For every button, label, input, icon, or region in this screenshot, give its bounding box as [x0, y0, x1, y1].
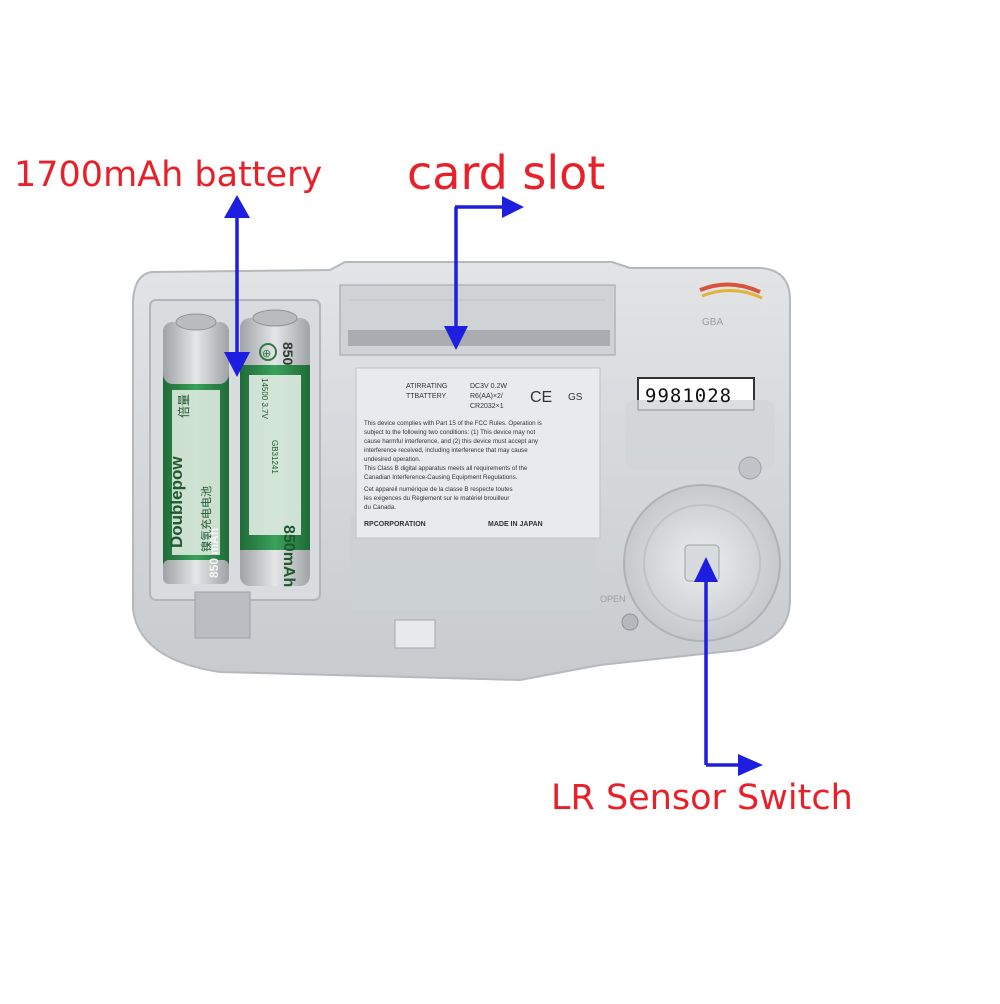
left-battery-brand-cn: 倍量 — [176, 394, 191, 418]
fr-line-2: les exigences du Règlement sur le matéri… — [364, 495, 509, 502]
right-battery-model: 14500 3.7V — [260, 378, 269, 420]
fr-line-3: du Canada. — [364, 504, 396, 511]
serial-number: 9981028 — [645, 385, 732, 407]
right-battery-standard: GB31241 — [270, 440, 279, 474]
card-slot-opening — [348, 330, 610, 346]
fcc-line-1: This device complies with Part 15 of the… — [364, 420, 542, 427]
corporation: RPCORPORATION — [364, 521, 426, 528]
classb-line-2: Canadian Interference-Causing Equipment … — [364, 474, 518, 481]
sticker-text: ATIRRATING DC3V 0.2W TTBATTERY R6(AA)×2/… — [364, 383, 583, 528]
fcc-line-3: cause harmful interference, and (2) this… — [364, 438, 539, 445]
gs-mark: GS — [568, 392, 583, 403]
card-slot-callout: card slot — [407, 146, 606, 200]
cable — [699, 282, 761, 294]
left-battery-subtitle-cn: 镍氢充电电池 — [199, 486, 213, 552]
fcc-line-5: undesired operation. — [364, 456, 421, 463]
fcc-line-4: interference received, including interfe… — [364, 447, 528, 454]
arrow-card-slot — [444, 196, 524, 350]
rating-left-1: ATIRRATING — [406, 383, 447, 390]
battery-callout: 1700mAh battery — [14, 155, 323, 195]
ce-mark: CE — [530, 389, 552, 406]
fcc-line-2: subject to the following two conditions:… — [364, 429, 535, 436]
right-battery-plus-mark: ⊕ — [262, 347, 271, 360]
battery-left — [163, 313, 229, 584]
battery-right — [240, 309, 310, 586]
arrow-lr-sensor — [694, 557, 763, 776]
left-battery-brand: Doublepow — [167, 456, 186, 548]
gba-mark: GBA — [702, 317, 723, 328]
lr-sensor-callout: LR Sensor Switch — [551, 778, 853, 818]
rating-right-1: DC3V 0.2W — [470, 383, 507, 390]
rating-right-2: R6(AA)×2/ — [470, 393, 503, 400]
lower-housing — [350, 515, 595, 610]
right-battery-capacity: 850mAh — [280, 525, 297, 587]
right-battery-top-capacity: 850 — [280, 342, 296, 366]
classb-line-1: This Class B digital apparatus meets all… — [364, 465, 528, 472]
regulatory-sticker — [355, 367, 601, 539]
made-in: MADE IN JAPAN — [488, 521, 543, 528]
arrow-battery — [224, 195, 250, 377]
fr-line-1: Cet appareil numérique de la classe B re… — [364, 486, 513, 493]
left-battery-capacity: 850 mAh — [207, 528, 221, 578]
rating-left-2: TTBATTERY — [406, 393, 447, 400]
open-mark: OPEN — [600, 594, 626, 604]
rating-right-3: CR2032×1 — [470, 403, 504, 410]
